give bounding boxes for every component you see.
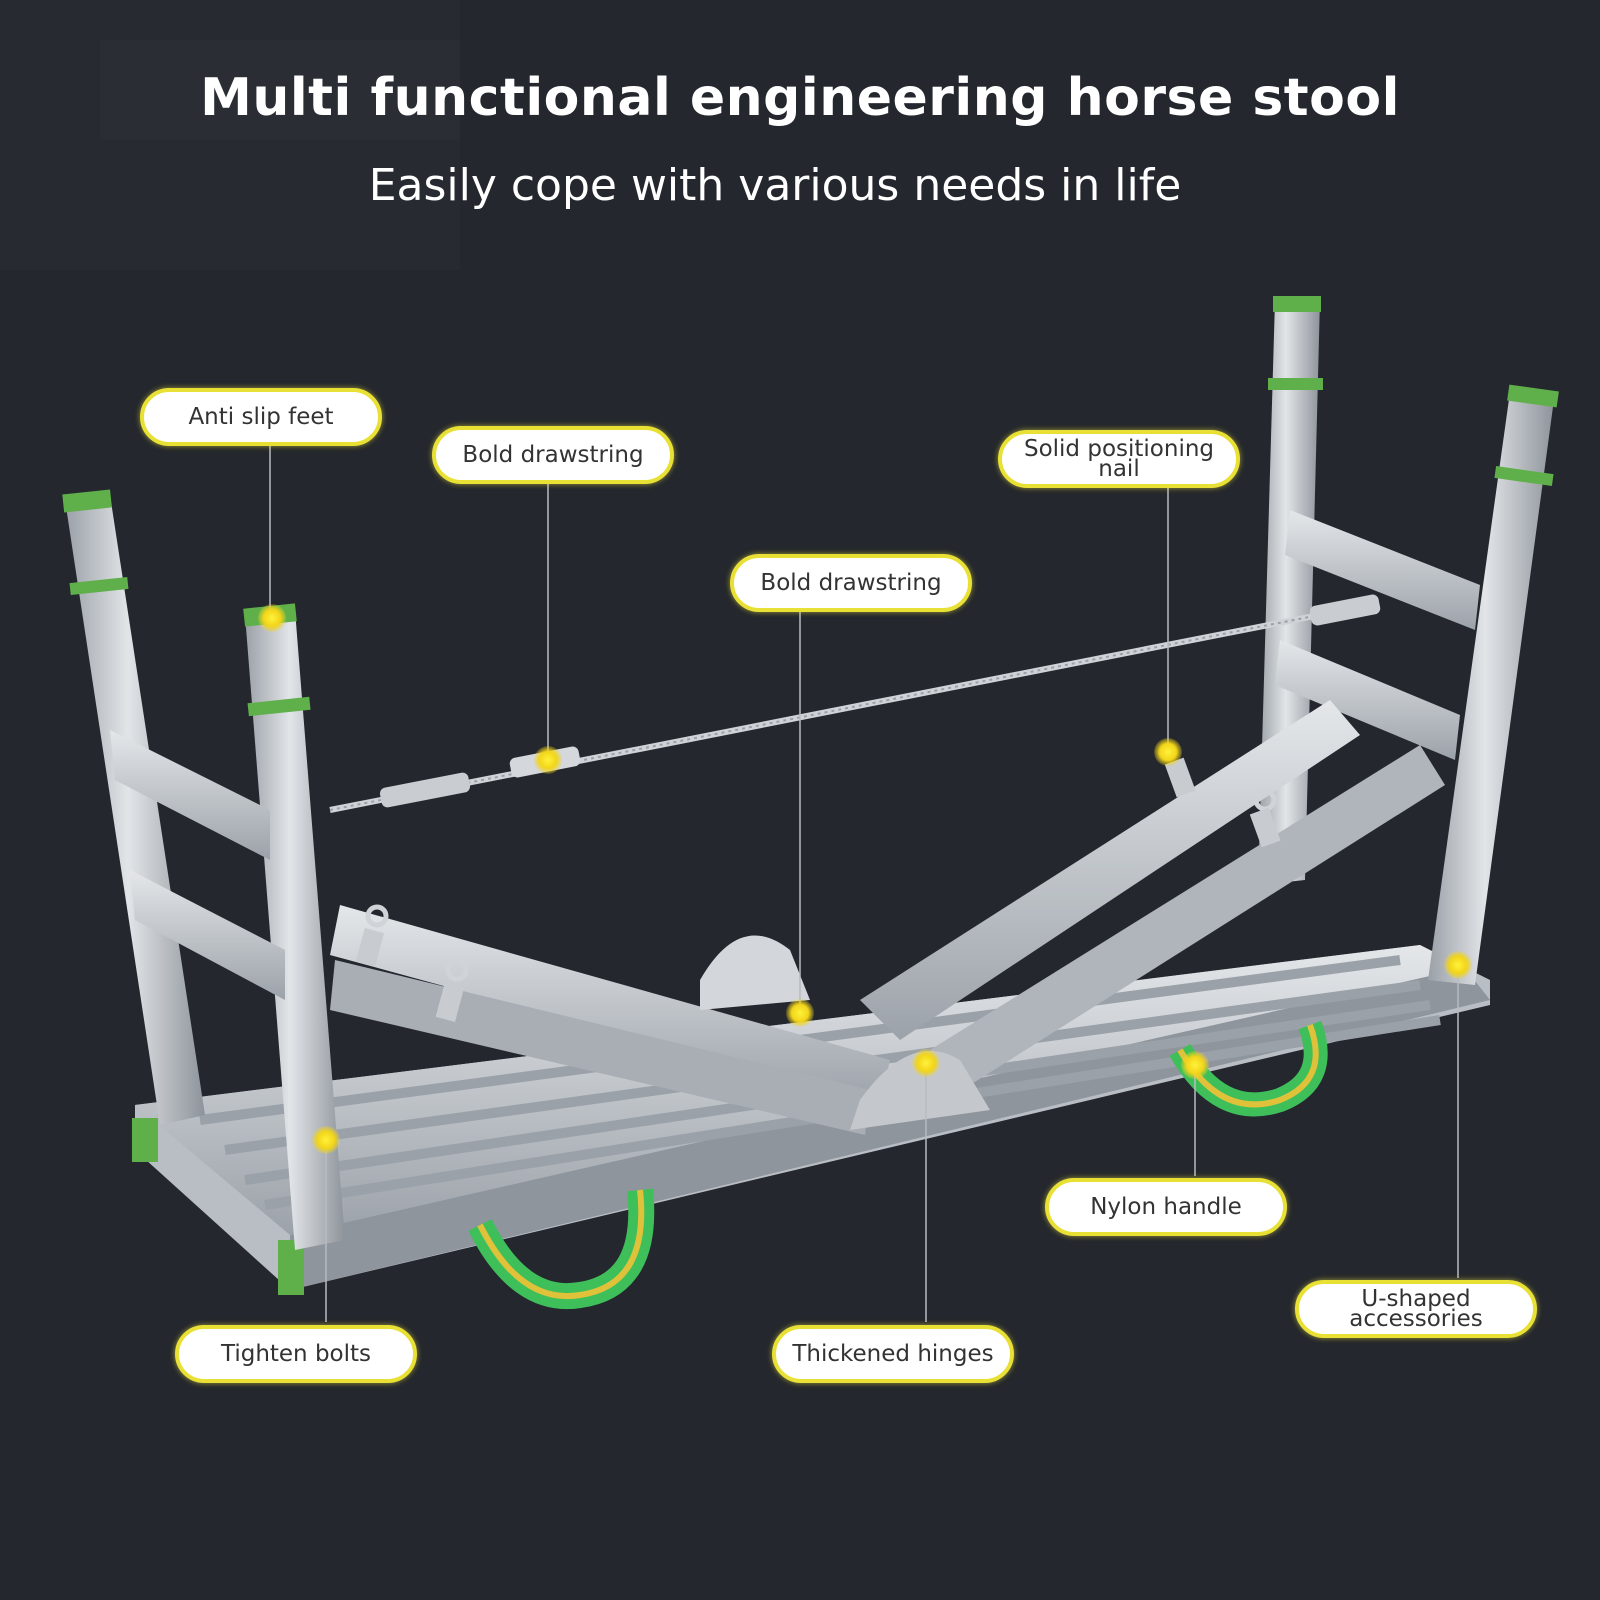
marker-bold-drawstring-center: [786, 999, 814, 1027]
marker-u-shaped: [1444, 951, 1472, 979]
nylon-straps: [468, 1020, 1328, 1310]
marker-nylon-handle: [1181, 1051, 1209, 1079]
marker-dots: [258, 604, 1472, 1154]
callout-anti-slip-feet: Anti slip feet: [140, 388, 382, 446]
callout-label-line1: Solid positioning: [1023, 436, 1215, 462]
callout-label-line1: U-shaped: [1361, 1286, 1471, 1312]
callout-thickened-hinges: Thickened hinges: [772, 1325, 1014, 1383]
callout-nylon-handle: Nylon handle: [1045, 1178, 1287, 1236]
callout-label: Nylon handle: [1090, 1194, 1242, 1220]
left-legs: [62, 489, 345, 1250]
page-subtitle: Easily cope with various needs in life: [368, 160, 1182, 211]
callout-solid-positioning-nail: Solid positioning nail: [998, 430, 1240, 488]
callout-u-shaped-accessories: U-shaped accessories: [1295, 1280, 1537, 1338]
drawstring-cable: [329, 594, 1381, 813]
marker-bold-drawstring-left: [534, 746, 562, 774]
callout-label-line2: nail: [1098, 456, 1140, 482]
callout-label: Tighten bolts: [220, 1341, 372, 1367]
marker-anti-slip-feet: [258, 604, 286, 632]
callout-tighten-bolts: Tighten bolts: [175, 1325, 417, 1383]
marker-tighten-bolts: [312, 1126, 340, 1154]
leader-lines: [269, 445, 1459, 1322]
callout-label: Bold drawstring: [760, 570, 942, 596]
page-title: Multi functional engineering horse stool: [200, 68, 1400, 128]
callout-label: Bold drawstring: [462, 442, 644, 468]
right-legs: [1258, 296, 1559, 985]
callout-label: Thickened hinges: [792, 1341, 994, 1367]
callout-bold-drawstring-center: Bold drawstring: [730, 554, 972, 612]
marker-thickened-hinges: [912, 1049, 940, 1077]
folding-arms: [330, 700, 1445, 1135]
callout-bold-drawstring-left: Bold drawstring: [432, 426, 674, 484]
callout-label-line2: accessories: [1349, 1306, 1483, 1332]
marker-positioning-nail: [1154, 738, 1182, 766]
callout-label: Anti slip feet: [188, 404, 334, 430]
